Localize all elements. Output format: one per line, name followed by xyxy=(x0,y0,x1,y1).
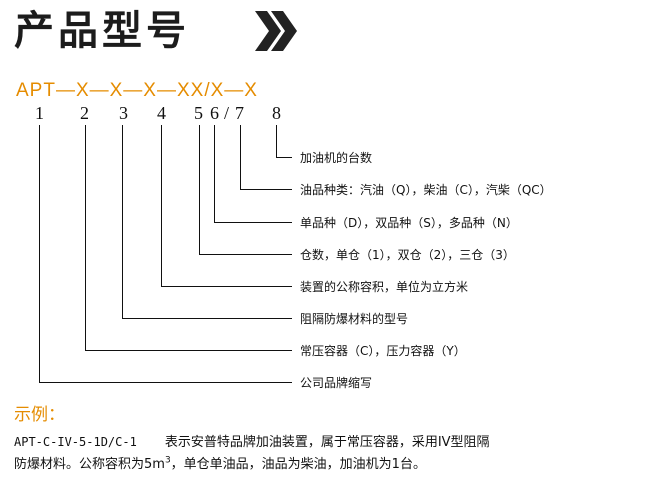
example-text-1: 表示安普特品牌加油装置，属于常压容器，采用IV型阻隔 xyxy=(164,435,490,450)
description-5: 仓数，单仓（1），双仓（2），三仓（3） xyxy=(300,248,515,262)
connector-line-2 xyxy=(85,125,292,351)
example-text-2b: ，单仓单油品，油品为柴油，加油机为1台。 xyxy=(170,457,426,472)
description-4: 装置的公称容积，单位为立方米 xyxy=(300,280,469,294)
position-number: 2 xyxy=(80,103,89,123)
position-number: 5 xyxy=(194,103,203,123)
description-7: 油品种类：汽油（Q），柴油（C），汽柴（QC） xyxy=(300,183,552,197)
description-2: 常压容器（C），压力容器（Y） xyxy=(300,344,466,358)
connector-line-1 xyxy=(39,125,292,383)
description-8: 加油机的台数 xyxy=(300,151,373,165)
example-superscript: 3 xyxy=(164,455,171,466)
description-6: 单品种（D），双品种（S），多品种（N） xyxy=(300,216,518,230)
connector-line-5 xyxy=(199,125,292,255)
example-model-code: APT-C-IV-5-1D/C-1 xyxy=(14,435,137,449)
position-number: 7 xyxy=(235,103,244,123)
connector-line-3 xyxy=(122,125,292,319)
page-title: 产品型号 xyxy=(14,8,190,54)
connector-line-4 xyxy=(161,125,292,287)
double-chevron-right-icon xyxy=(255,11,297,51)
description-1: 公司品牌缩写 xyxy=(300,376,373,390)
position-number: 4 xyxy=(157,103,166,123)
example-line-1: APT-C-IV-5-1D/C-1 表示安普特品牌加油装置，属于常压容器，采用IV… xyxy=(14,431,490,450)
position-number: 3 xyxy=(119,103,128,123)
position-separator: / xyxy=(224,103,230,123)
example-heading: 示例： xyxy=(14,405,65,425)
connector-line-6 xyxy=(214,125,292,223)
model-code-pattern: APT—X—X—X—XX/X—X xyxy=(16,80,258,101)
example-line-2: 防爆材料。公称容积为5m3，单仓单油品，油品为柴油，加油机为1台。 xyxy=(14,453,426,472)
description-3: 阻隔防爆材料的型号 xyxy=(300,312,409,326)
position-number: 8 xyxy=(272,103,281,123)
connector-line-8 xyxy=(276,125,292,158)
position-number: 1 xyxy=(35,103,44,123)
position-number: 6 xyxy=(210,103,219,123)
connector-line-7 xyxy=(240,125,292,190)
example-text-2a: 防爆材料。公称容积为5m xyxy=(14,457,165,472)
